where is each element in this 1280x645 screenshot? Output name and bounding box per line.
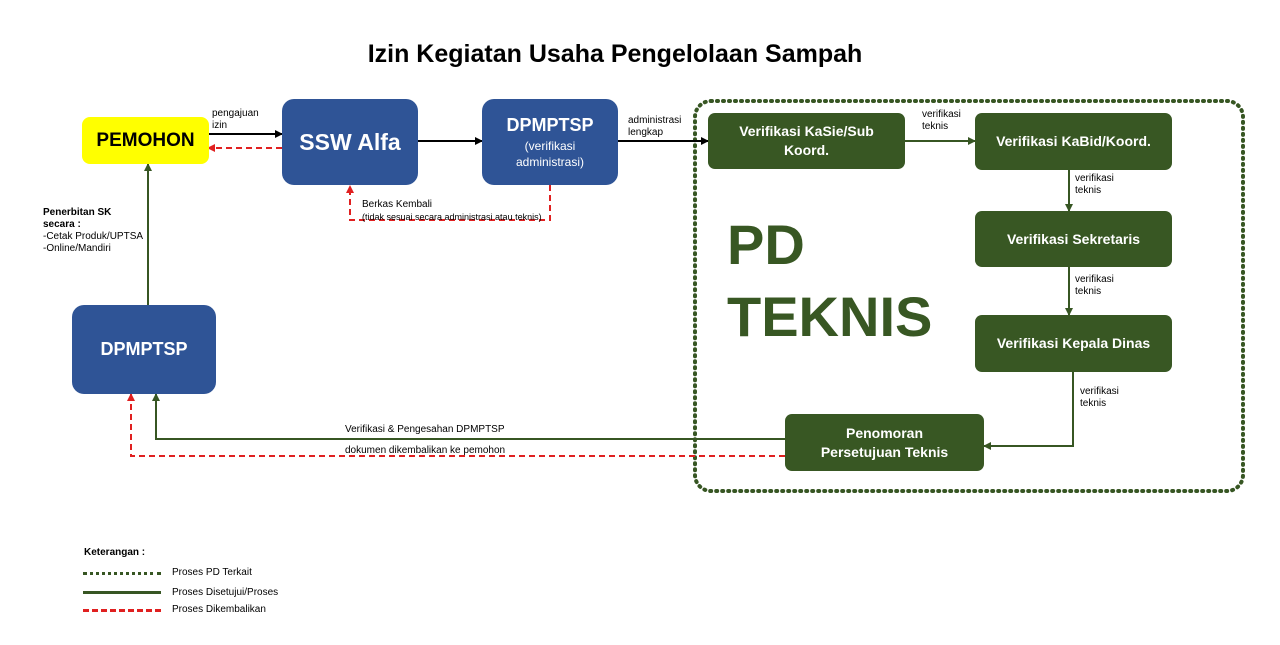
node-verifikasi-kasie-label: Verifikasi KaSie/Sub Koord. (739, 123, 874, 158)
pd-teknis-line1: PD (727, 213, 805, 276)
node-ssw-alfa-label: SSW Alfa (299, 128, 401, 155)
node-verifikasi-sekretaris: Verifikasi Sekretaris (975, 211, 1172, 267)
label-pengajuan-izin: pengajuan izin (212, 108, 259, 131)
label-verifikasi-pengesahan: Verifikasi & Pengesahan DPMPTSP (345, 424, 505, 435)
penerbitan-sk-title: Penerbitan SK (43, 207, 112, 218)
node-dpmptsp-label: DPMPTSP (100, 339, 188, 359)
arrow-dokumen-dikembalikan (127, 393, 785, 457)
label-administrasi-lengkap: administrasi lengkap (628, 115, 682, 138)
arrow-berkas-kembali (346, 185, 551, 221)
pd-teknis-region (693, 99, 1245, 493)
label-verifikasi-teknis-3: verifikasi teknis (1075, 274, 1114, 297)
node-dpmptsp-verifikasi-sub: (verifikasi administrasi) (515, 138, 584, 169)
label-verifikasi-teknis-4: verifikasi teknis (1080, 386, 1119, 409)
legend-dashed-line (83, 609, 161, 612)
label-verifikasi-teknis-1: verifikasi teknis (922, 109, 961, 132)
node-pemohon: PEMOHON (82, 117, 209, 164)
legend-label-pd-terkait: Proses PD Terkait (172, 567, 252, 578)
node-dpmptsp-verifikasi: DPMPTSP (verifikasi administrasi) (482, 99, 618, 185)
node-verifikasi-kabid: Verifikasi KaBid/Koord. (975, 113, 1172, 170)
legend-solid-line (83, 591, 161, 594)
node-penomoran-label: Penomoran Persetujuan Teknis (820, 424, 949, 460)
legend-label-dikembalikan: Proses Dikembalikan (172, 604, 266, 615)
penerbitan-sk-line4: -Online/Mandiri (43, 243, 111, 254)
legend-dotted-line (83, 572, 161, 575)
label-berkas-kembali: Berkas Kembali (362, 199, 433, 210)
node-verifikasi-sekretaris-label: Verifikasi Sekretaris (1006, 230, 1141, 247)
node-dpmptsp-verifikasi-title: DPMPTSP (506, 114, 594, 135)
arrow-pengesahan (152, 393, 785, 440)
pd-teknis-line2: TEKNIS (727, 285, 933, 348)
node-verifikasi-kepala-dinas: Verifikasi Kepala Dinas (975, 315, 1172, 372)
label-verifikasi-teknis-2: verifikasi teknis (1075, 173, 1114, 196)
node-ssw-alfa: SSW Alfa (282, 99, 418, 185)
penerbitan-sk-note: Penerbitan SK secara : -Cetak Produk/UPT… (43, 207, 143, 255)
node-dpmptsp: DPMPTSP (72, 305, 216, 394)
node-verifikasi-kabid-label: Verifikasi KaBid/Koord. (996, 133, 1151, 149)
node-penomoran: Penomoran Persetujuan Teknis (785, 414, 984, 471)
penerbitan-sk-line2: secara : (43, 219, 81, 230)
penerbitan-sk-line3: -Cetak Produk/UPTSA (43, 231, 144, 242)
label-dokumen-dikembalikan: dokumen dikembalikan ke pemohon (345, 445, 506, 456)
legend-label-disetujui: Proses Disetujui/Proses (172, 587, 279, 598)
label-berkas-kembali-detail: (tidak sesuai secara administrasi atau t… (362, 212, 542, 222)
arrow-kepala-to-penomoran (983, 372, 1074, 450)
diagram-title: Izin Kegiatan Usaha Pengelolaan Sampah (367, 40, 863, 68)
node-verifikasi-kepala-dinas-label: Verifikasi Kepala Dinas (996, 335, 1151, 351)
legend-title: Keterangan : (84, 547, 146, 558)
node-pemohon-label: PEMOHON (96, 129, 195, 151)
node-verifikasi-kasie: Verifikasi KaSie/Sub Koord. (708, 113, 905, 169)
